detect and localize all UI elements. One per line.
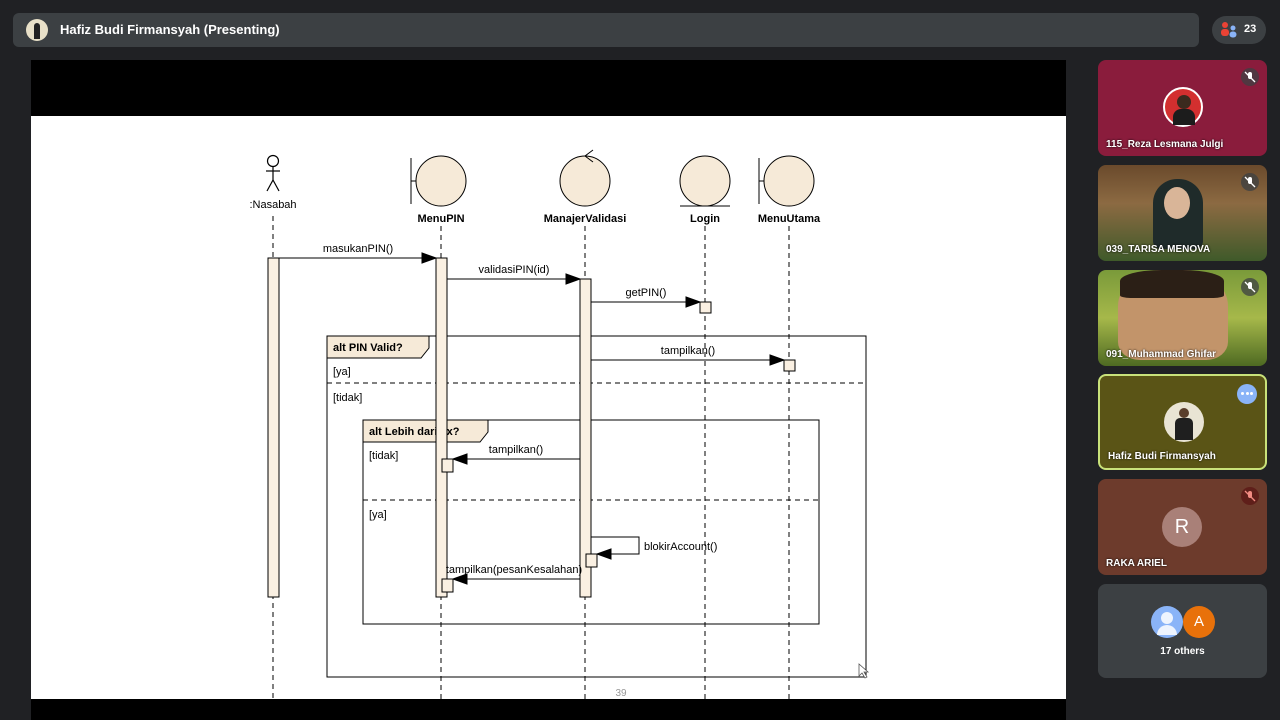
lifeline-label-nasabah: :Nasabah	[249, 199, 296, 211]
outer-fragment-label: alt PIN Valid?	[333, 342, 403, 354]
participant-face	[1164, 187, 1190, 219]
lifeline-label-menuutama: MenuUtama	[758, 213, 821, 225]
actor-icon	[266, 154, 280, 192]
lifeline-label-menupin: MenuPIN	[417, 213, 464, 225]
avatar: A	[1183, 606, 1215, 638]
participant-tile[interactable]: R RAKA ARIEL	[1098, 479, 1267, 575]
inner-guard-ya: [ya]	[369, 509, 387, 521]
more-options-icon[interactable]	[1237, 384, 1257, 404]
boundary-icon	[410, 155, 467, 207]
people-icon	[1221, 22, 1237, 38]
participant-tile[interactable]: 115_Reza Lesmana Julgi	[1098, 60, 1267, 156]
entity-icon	[679, 155, 731, 207]
alt-fragment-outer	[326, 335, 867, 678]
participant-hair	[1120, 270, 1224, 298]
activation-manajervalidasi-2	[585, 553, 598, 568]
others-count: 17 others	[1160, 646, 1205, 657]
control-icon	[559, 149, 611, 207]
inner-guard-tidak: [tidak]	[369, 450, 398, 462]
self-message-arrow	[591, 536, 640, 555]
participant-name: 091_Muhammad Ghifar	[1106, 349, 1217, 360]
mic-off-icon	[1241, 487, 1259, 505]
sequence-diagram: :Nasabah MenuPIN ManajerValidasi Login M…	[249, 149, 870, 699]
mic-off-icon	[1241, 173, 1259, 191]
message-label: tampilkan()	[489, 444, 543, 456]
lifeline-label-manajervalidasi: ManajerValidasi	[544, 213, 627, 225]
participant-name: RAKA ARIEL	[1106, 558, 1167, 569]
avatar	[1151, 606, 1183, 638]
activation-menupin	[435, 257, 448, 598]
message-label: masukanPIN()	[323, 243, 393, 255]
outer-guard-ya: [ya]	[333, 366, 351, 378]
activation-menupin-3	[441, 578, 454, 593]
activation-menuutama	[783, 359, 796, 372]
message-label: tampilkan(pesanKesalahan)	[446, 564, 582, 576]
message-label: blokirAccount()	[644, 541, 717, 553]
participant-name: Hafiz Budi Firmansyah	[1108, 451, 1216, 462]
message-label: getPIN()	[626, 287, 667, 299]
activation-nasabah	[267, 257, 280, 598]
presenter-title: Hafiz Budi Firmansyah (Presenting)	[60, 22, 280, 37]
participant-tile[interactable]: 039_TARISA MENOVA	[1098, 165, 1267, 261]
participant-name: 115_Reza Lesmana Julgi	[1106, 139, 1224, 150]
presentation-bar	[13, 13, 1199, 47]
mic-off-icon	[1241, 278, 1259, 296]
presenter-avatar	[26, 19, 48, 41]
participant-tile-active[interactable]: Hafiz Budi Firmansyah	[1098, 374, 1267, 470]
avatar	[1163, 87, 1203, 127]
participant-count: 23	[1244, 23, 1257, 35]
participant-tile[interactable]: 091_Muhammad Ghifar	[1098, 270, 1267, 366]
activation-menupin-2	[441, 458, 454, 473]
outer-guard-tidak: [tidak]	[333, 392, 362, 404]
avatar: R	[1162, 507, 1202, 547]
participants-button[interactable]	[1212, 16, 1266, 44]
activation-login	[699, 301, 712, 314]
boundary-icon	[758, 155, 815, 207]
page-number: 39	[615, 688, 627, 699]
activation-manajervalidasi	[579, 278, 592, 598]
message-label: validasiPIN(id)	[479, 264, 550, 276]
others-tile[interactable]: A 17 others	[1098, 584, 1267, 678]
message-label: tampilkan()	[661, 345, 715, 357]
mouse-cursor-icon	[858, 663, 870, 679]
mic-off-icon	[1241, 68, 1259, 86]
participant-name: 039_TARISA MENOVA	[1106, 244, 1211, 255]
lifeline-label-login: Login	[690, 213, 720, 225]
slide: :Nasabah MenuPIN ManajerValidasi Login M…	[31, 116, 1066, 699]
avatar	[1164, 402, 1204, 442]
